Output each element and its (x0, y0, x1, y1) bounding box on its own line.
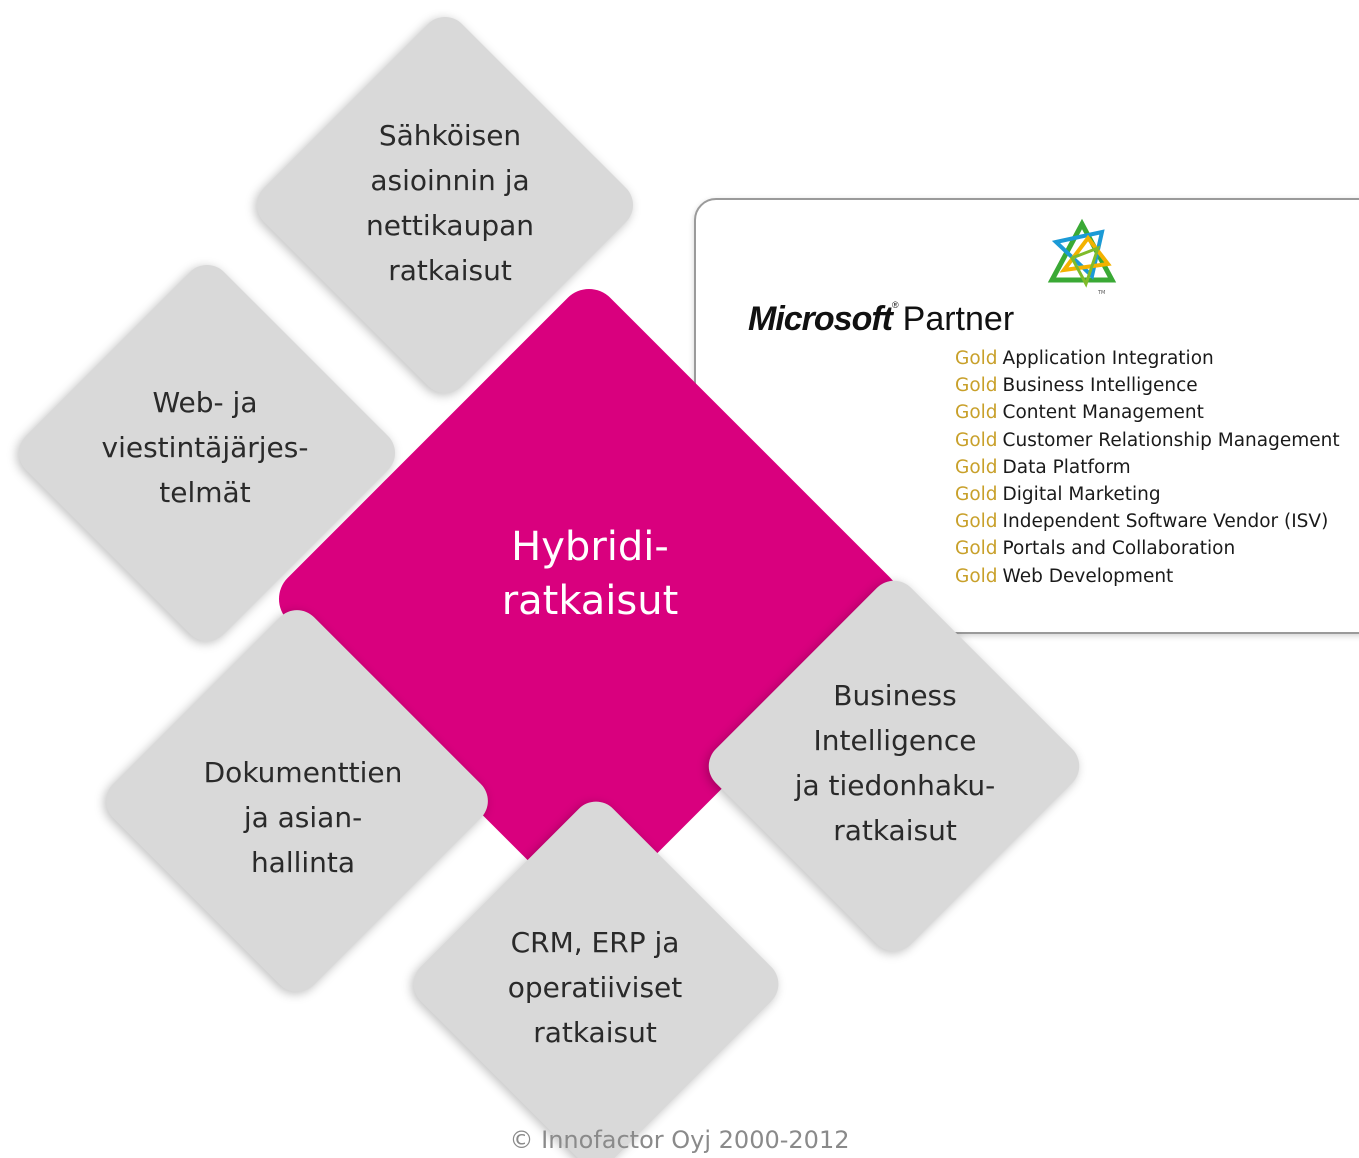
ecommerce-label: Sähköisen asioinnin ja nettikaupan ratka… (365, 119, 534, 287)
documents-label: Dokumenttien ja asian- hallinta (203, 756, 403, 879)
crm-label: CRM, ERP ja operatiiviset ratkaisut (507, 926, 683, 1049)
center-label: Hybridi- ratkaisut (501, 524, 679, 624)
competency-level: Gold (955, 348, 998, 369)
competency-name: Customer Relationship Management (1002, 429, 1340, 451)
competency-name: Data Platform (1002, 456, 1131, 478)
competency-name: Portals and Collaboration (1002, 538, 1236, 560)
bi-label: Business Intelligence ja tiedonhaku- rat… (794, 679, 996, 847)
competency-name: Application Integration (1002, 348, 1214, 369)
copyright-footer: © Innofactor Oyj 2000-2012 (509, 1126, 850, 1154)
competency-level: Gold (955, 375, 998, 397)
microsoft-partner-logo-icon: TM (1047, 218, 1117, 296)
competency-level: Gold (955, 538, 998, 560)
microsoft-partner-wordmark: Microsoft®Partner (748, 300, 1014, 340)
competency-name: Content Management (1002, 402, 1204, 424)
competency-level: Gold (955, 484, 998, 506)
svg-text:TM: TM (1097, 290, 1105, 296)
registered-mark: ® (892, 300, 899, 310)
competency-level: Gold (955, 402, 998, 424)
competency-level: Gold (955, 456, 998, 478)
competency-name: Business Intelligence (1002, 375, 1198, 397)
competency-name: Web Development (1002, 565, 1174, 587)
microsoft-brand: Microsoft (748, 300, 893, 338)
competency-name: Digital Marketing (1002, 484, 1161, 506)
partner-title: Partner (902, 300, 1015, 338)
competency-level: Gold (955, 565, 998, 587)
competency-level: Gold (955, 429, 998, 451)
competency-level: Gold (955, 511, 998, 533)
web-label: Web- ja viestintäjärjes- telmät (101, 386, 309, 509)
competency-name: Independent Software Vendor (ISV) (1002, 511, 1329, 533)
